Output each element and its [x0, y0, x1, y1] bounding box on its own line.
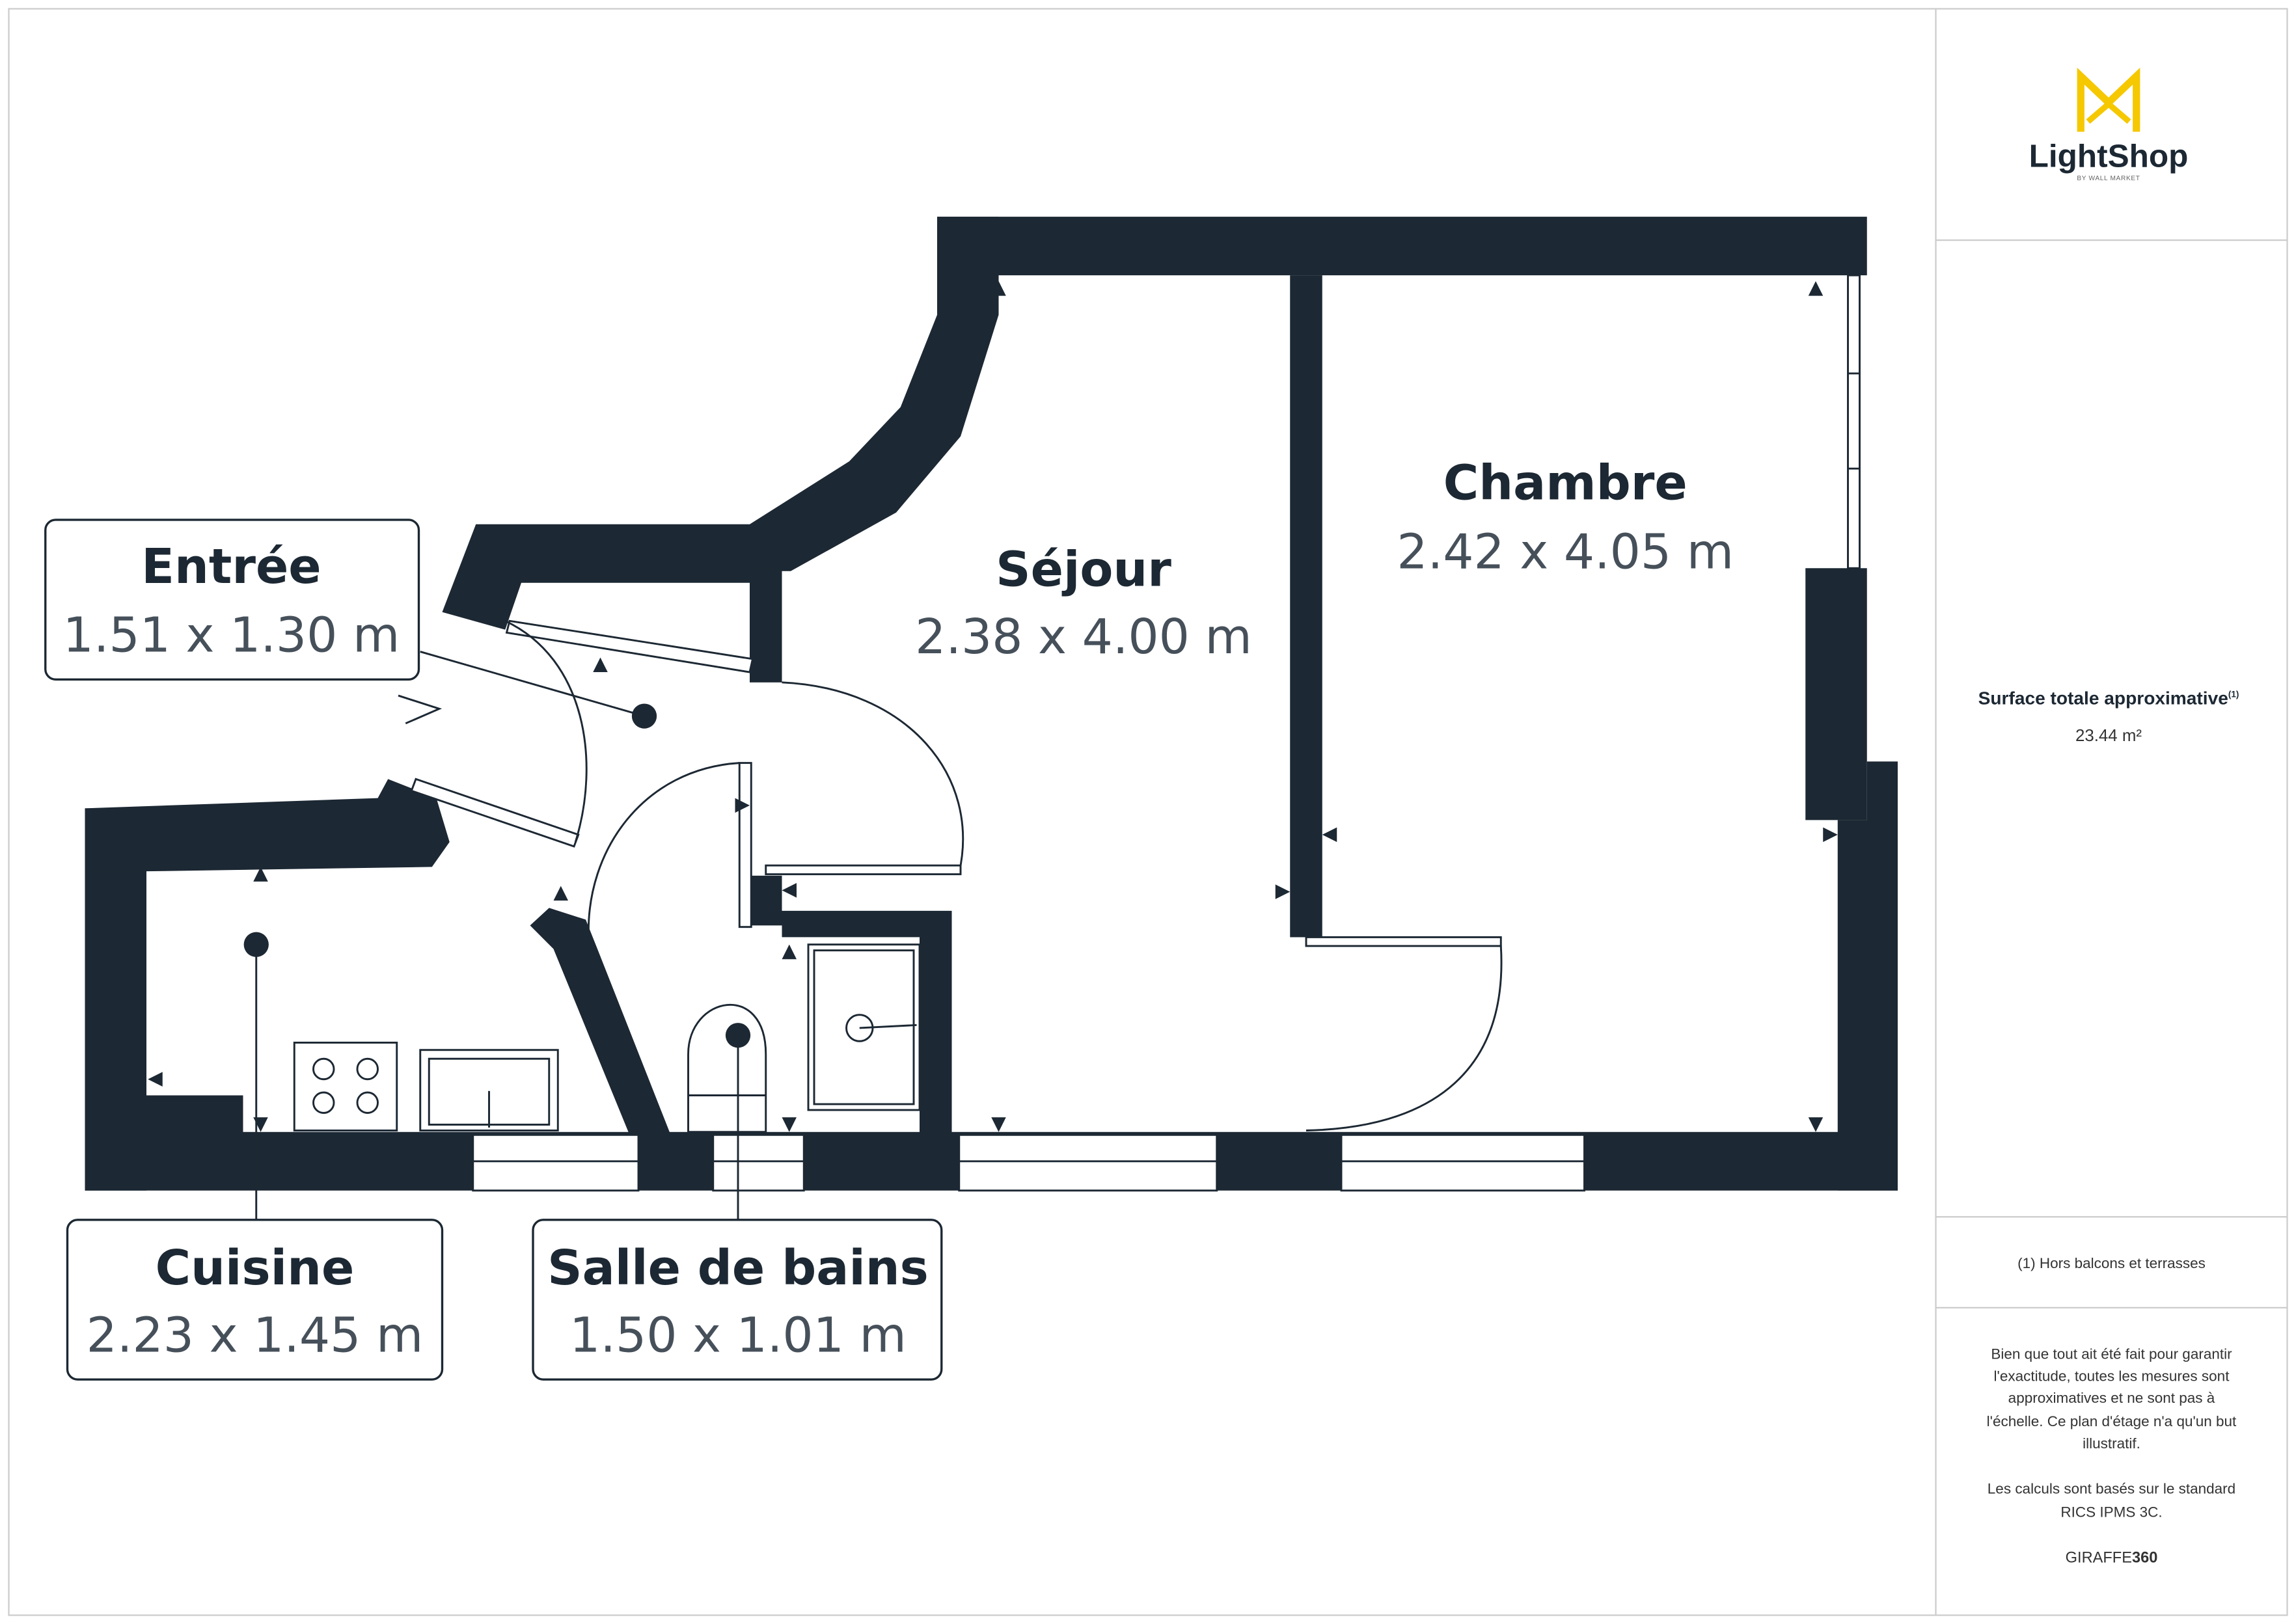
arrow-chambre-top [1808, 281, 1824, 296]
door-chambre-leaf [1305, 936, 1502, 947]
window-kitchen [472, 1133, 640, 1192]
door-bathroom-leaf [738, 762, 752, 928]
surface-label: Surface totale approximative(1) [1978, 688, 2239, 709]
label-box-entree [44, 519, 420, 681]
window-chambre [1340, 1133, 1585, 1192]
window-bathroom [712, 1133, 805, 1192]
room-name-sejour: Séjour [996, 541, 1171, 597]
surface-value: 23.44 m² [2075, 727, 2142, 745]
arrow-bath-door [782, 883, 797, 898]
arrow-sejour-bottom [991, 1117, 1006, 1132]
windows [410, 274, 1861, 1192]
logo-wordmark: LightShop [2029, 139, 2189, 174]
logo-mark-inner [2086, 100, 2131, 124]
window-sejour [958, 1133, 1218, 1192]
arrow-kitchen-top [253, 867, 268, 882]
arrow-chambre-left [1322, 827, 1337, 843]
wall-right-upper [1805, 568, 1867, 820]
wall-right-lower [1837, 761, 1898, 1191]
disclaimer-line: approximatives et ne sont pas à [2008, 1390, 2215, 1406]
label-box-sdb [532, 1219, 943, 1381]
room-dims-sdb: 1.50 x 1.01 m [569, 1306, 907, 1363]
standard-line: RICS IPMS 3C. [2060, 1504, 2162, 1521]
toilet [687, 1004, 767, 1133]
logo-tagline: BY WALL MARKET [2077, 175, 2140, 182]
leader-dot-cuisine [243, 932, 269, 957]
room-name-chambre: Chambre [1443, 454, 1688, 511]
wall-top [937, 217, 1867, 276]
wall-kitchen-step [146, 1095, 243, 1140]
room-name-entree: Entrée [141, 538, 321, 595]
window-chambre-right [1847, 274, 1861, 569]
door-sejour-leaf [765, 864, 962, 876]
room-name-cuisine: Cuisine [156, 1239, 355, 1296]
door-kitchen-panel [410, 778, 580, 848]
wall-kitchen-top [85, 779, 450, 872]
entry-arrow-icon [398, 694, 443, 725]
leader-dot-entree [631, 703, 657, 729]
lightshop-logo: LightShop BY WALL MARKET [2029, 67, 2189, 182]
room-dims-cuisine: 2.23 x 1.45 m [87, 1306, 424, 1363]
arrow-kitchen-left [148, 1072, 163, 1087]
window-entree [505, 619, 754, 673]
label-box-cuisine [66, 1219, 444, 1381]
wall-entree-top [442, 524, 750, 630]
room-dims-chambre: 2.42 x 4.05 m [1397, 523, 1734, 580]
page-frame [8, 8, 2288, 1616]
disclaimer-line: illustratif. [2083, 1435, 2140, 1452]
doors [504, 619, 1503, 1131]
arrow-bath-top [782, 944, 797, 960]
arrow-entree-bottom [553, 886, 568, 901]
arrow-sejour-top [991, 281, 1006, 296]
door-entree-swing [504, 619, 588, 843]
disclaimer: Bien que tout ait été fait pour garantir… [1987, 1346, 2237, 1521]
leader-entree [420, 651, 645, 717]
wall-kitchen-left [85, 808, 146, 1191]
cooktop [293, 1042, 398, 1131]
arrow-entree-top [593, 657, 608, 673]
door-bathroom-swing [588, 762, 740, 938]
door-chambre-swing [1305, 945, 1503, 1131]
standard-line: Les calculs sont basés sur le standard [1988, 1481, 2235, 1497]
disclaimer-line: Bien que tout ait été fait pour garantir [1991, 1346, 2232, 1362]
wall-entree-pier [750, 568, 782, 683]
leader-dot-sdb [725, 1023, 751, 1048]
disclaimer-line: l'exactitude, toutes les mesures sont [1994, 1368, 2230, 1384]
disclaimer-line: l'échelle. Ce plan d'étage n'a qu'un but [1987, 1413, 2237, 1429]
dimension-arrows [148, 281, 1838, 1132]
wall-sejour-angled [750, 217, 999, 571]
room-name-sdb: Salle de bains [547, 1239, 929, 1296]
arrow-chambre-right [1823, 827, 1838, 843]
arrow-entree-right [735, 798, 750, 813]
footnote: (1) Hors balcons et terrasses [2017, 1255, 2206, 1271]
arrow-bath-bottom [782, 1117, 797, 1132]
room-dims-sejour: 2.38 x 4.00 m [915, 608, 1252, 665]
door-sejour-swing [782, 681, 964, 873]
arrow-chambre-bottom [1808, 1117, 1824, 1132]
leader-lines [243, 651, 751, 1220]
wall-bathroom-diagonal [530, 908, 674, 1143]
wall-bathroom-right [750, 875, 952, 1143]
wall-partition [1290, 275, 1322, 938]
arrow-sejour-right [1275, 884, 1291, 899]
shower-tray [807, 943, 921, 1111]
giraffe360-credit: GIRAFFE360 [2066, 1549, 2158, 1566]
room-dims-entree: 1.51 x 1.30 m [63, 607, 400, 664]
